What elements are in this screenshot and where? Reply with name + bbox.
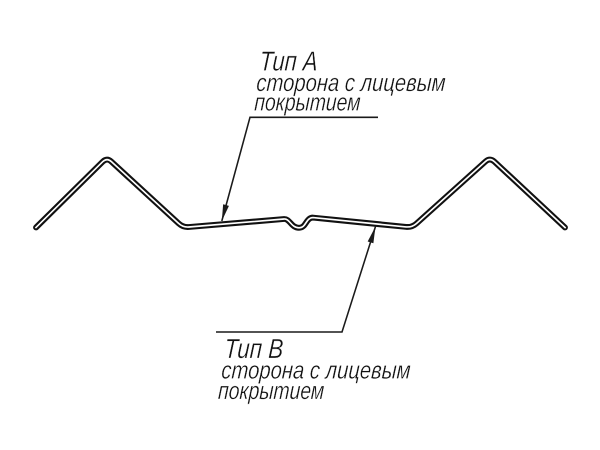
svg-text:Тип А: Тип А	[259, 46, 319, 77]
svg-text:Тип В: Тип В	[224, 334, 284, 365]
svg-text:покрытием: покрытием	[254, 88, 362, 116]
svg-text:покрытием: покрытием	[217, 377, 325, 405]
svg-text:сторона с лицевым: сторона с лицевым	[221, 357, 412, 384]
svg-text:сторона с лицевым: сторона с лицевым	[256, 69, 447, 96]
